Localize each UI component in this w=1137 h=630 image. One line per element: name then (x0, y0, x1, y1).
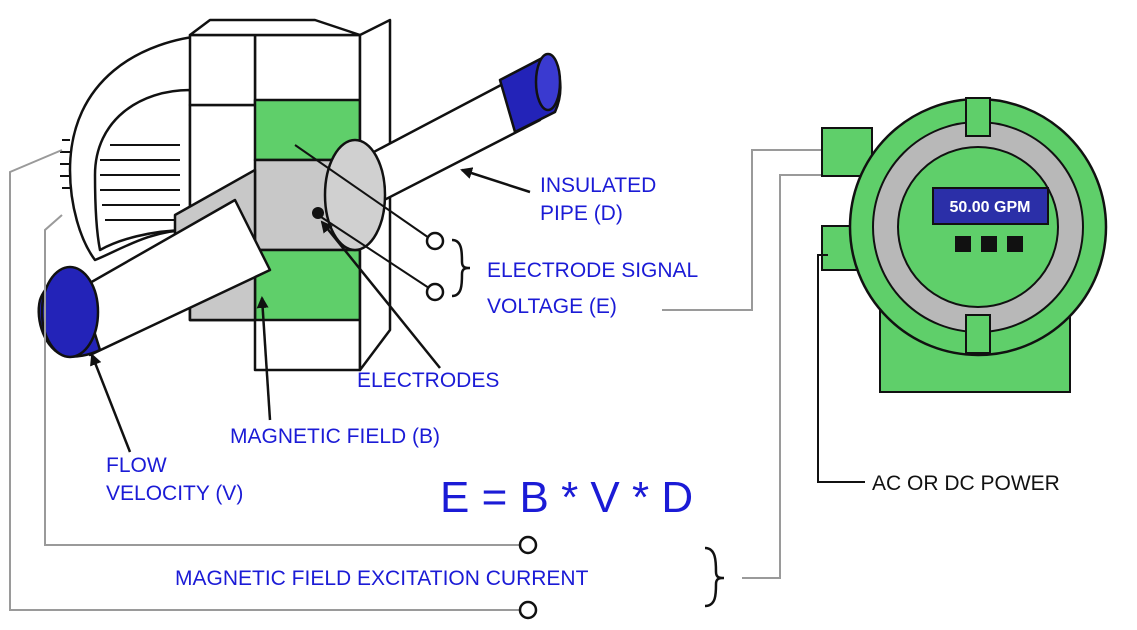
terminal-circle-icon (425, 231, 445, 251)
label-electrodes: ELECTRODES (357, 369, 499, 392)
terminal-circle-icon (518, 600, 538, 620)
transmitter-display (932, 187, 1049, 225)
label-insulated-pipe-2: PIPE (D) (540, 202, 623, 225)
label-power: AC OR DC POWER (872, 472, 1060, 495)
label-magnetic-field: MAGNETIC FIELD (B) (230, 425, 440, 448)
pointer-arrow-icon (460, 167, 531, 194)
label-insulated-pipe-1: INSULATED (540, 174, 656, 197)
terminal-circle-icon (518, 535, 538, 555)
label-flow-1: FLOW (106, 454, 167, 477)
excitation-wires (9, 149, 828, 620)
label-electrode-signal-1: ELECTRODE SIGNAL (487, 259, 698, 282)
transmitter: 50.00 GPM (821, 97, 1108, 393)
button-key (955, 236, 971, 252)
power-wire (817, 254, 865, 483)
signal-wire (662, 149, 828, 311)
right-brace-icon (451, 238, 471, 298)
display-reading: 50.00 GPM (950, 199, 1031, 216)
pointer-arrow-icon (256, 296, 272, 421)
label-excitation-current: MAGNETIC FIELD EXCITATION CURRENT (175, 567, 589, 590)
right-brace-icon (704, 546, 725, 608)
label-flow-2: VELOCITY (V) (106, 482, 243, 505)
terminal-circle-icon (425, 282, 445, 302)
electrode-wires (294, 144, 471, 302)
insulated-pipe (37, 52, 562, 359)
label-electrode-signal-2: VOLTAGE (E) (487, 295, 617, 318)
pointer-arrow-icon (320, 220, 441, 369)
button-key (981, 236, 997, 252)
electrode-dot (312, 207, 324, 219)
pointer-arrows (90, 167, 531, 453)
button-key (1007, 236, 1023, 252)
equation: E = B * V * D (440, 473, 693, 522)
pointer-arrow-icon (90, 353, 132, 453)
